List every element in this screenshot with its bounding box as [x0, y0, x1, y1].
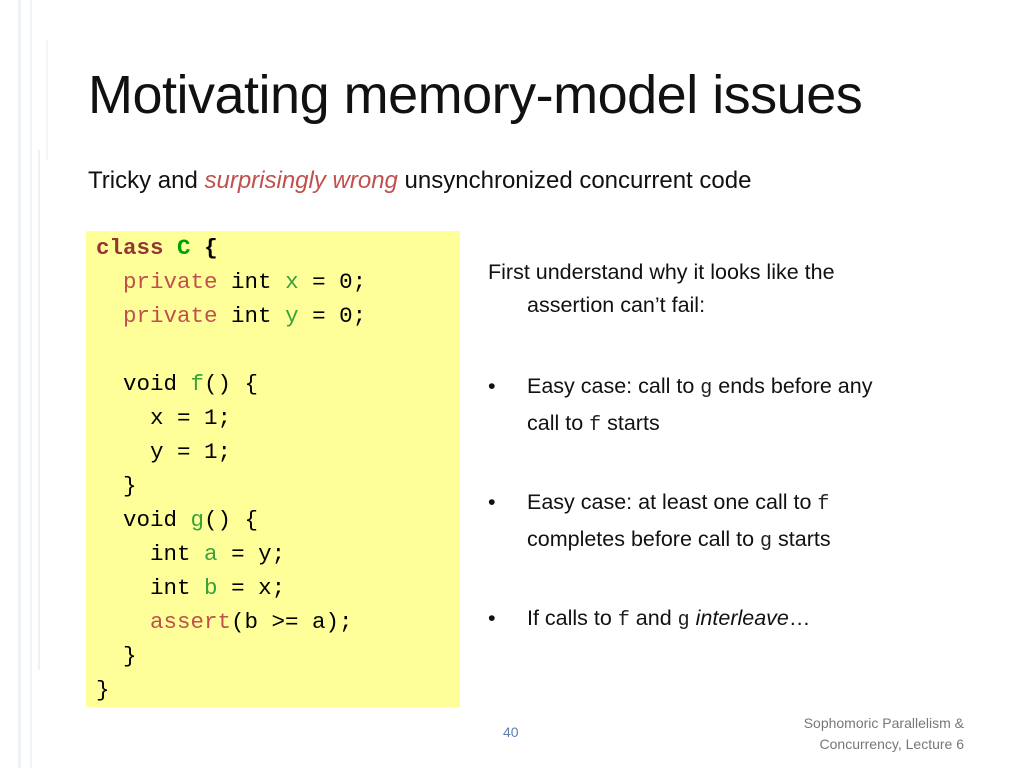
bullet-item: • Easy case: at least one call to f compl… [488, 485, 958, 559]
code-function: assert [150, 609, 232, 635]
page-number: 40 [503, 724, 519, 740]
code-text: } [123, 473, 137, 499]
decor-line [18, 0, 21, 768]
footer-line: Sophomoric Parallelism & [803, 715, 964, 731]
code-inline: g [677, 609, 690, 632]
code-class-name: C [177, 235, 191, 261]
code-text: = y; [217, 541, 286, 567]
bullet-item: • Easy case: call to g ends before any ca… [488, 369, 958, 443]
bullet-text: Easy case: at least one call to f complet… [488, 485, 958, 559]
code-text: x = 1; [150, 405, 232, 431]
subtitle-text: Tricky and [88, 167, 205, 194]
code-identifier: b [204, 575, 218, 601]
code-text: = x; [217, 575, 286, 601]
code-text: void [123, 371, 191, 397]
bullet-marker: • [488, 490, 496, 514]
subtitle-text: unsynchronized concurrent code [397, 167, 752, 194]
code-brace: { [204, 235, 218, 261]
code-text: void [123, 507, 191, 533]
bullet-fragment: Easy case: call to [527, 374, 701, 398]
bullet-marker: • [488, 374, 496, 398]
code-inline: f [589, 414, 602, 437]
intro-line: assertion can’t fail: [527, 293, 706, 317]
footer: Sophomoric Parallelism & Concurrency, Le… [804, 713, 964, 755]
bullet-fragment: Easy case: at least one call to [527, 490, 818, 514]
code-text: () { [204, 507, 259, 533]
bullet-fragment: starts [772, 527, 831, 551]
bullet-marker: • [488, 606, 496, 630]
bullet-text: If calls to f and g interleave… [488, 601, 958, 638]
code-text: } [96, 677, 110, 703]
code-modifier: private [123, 303, 218, 329]
code-identifier: a [204, 541, 218, 567]
code-identifier: x [285, 269, 299, 295]
bullet-fragment: call to [527, 411, 590, 435]
code-inline: g [760, 530, 773, 553]
code-text: (b >= a); [231, 609, 353, 635]
bullet-fragment: completes before call to [527, 527, 761, 551]
code-type: int [231, 303, 272, 329]
footer-line: Concurrency, Lecture 6 [819, 736, 964, 752]
decor-line [30, 0, 32, 768]
code-block: class C { private int x = 0; private int… [96, 231, 366, 707]
decor-line [46, 40, 48, 160]
code-text: y = 1; [150, 439, 232, 465]
code-block-background [86, 231, 460, 707]
decor-line [38, 150, 40, 670]
bullet-item: • If calls to f and g interleave… [488, 601, 958, 638]
intro-paragraph: First understand why it looks like the a… [488, 256, 948, 322]
code-text: = 0; [298, 269, 367, 295]
code-type: int [150, 575, 191, 601]
bullet-fragment: and [629, 606, 678, 630]
intro-line: First understand why it looks like the [488, 260, 835, 284]
code-identifier: f [190, 371, 205, 397]
code-modifier: private [123, 269, 218, 295]
code-type: int [150, 541, 191, 567]
code-inline: f [617, 609, 630, 632]
slide-title: Motivating memory-model issues [88, 65, 863, 125]
bullet-emphasis: interleave [695, 606, 789, 630]
bullet-fragment: If calls to [527, 606, 618, 630]
code-keyword: class [96, 235, 164, 261]
slide-subtitle: Tricky and surprisingly wrong unsynchron… [88, 165, 751, 197]
bullet-fragment: ends before any [712, 374, 873, 398]
code-inline: g [700, 377, 713, 400]
code-inline: f [817, 493, 830, 516]
bullet-fragment: … [788, 606, 811, 630]
code-identifier: g [190, 507, 205, 533]
code-type: int [231, 269, 272, 295]
bullet-text: Easy case: call to g ends before any call… [488, 369, 958, 443]
code-text: } [123, 643, 137, 669]
code-text: () { [204, 371, 259, 397]
subtitle-emphasis: surprisingly wrong [204, 167, 398, 194]
bullet-fragment: starts [601, 411, 660, 435]
code-identifier: y [285, 303, 299, 329]
code-text: = 0; [298, 303, 367, 329]
